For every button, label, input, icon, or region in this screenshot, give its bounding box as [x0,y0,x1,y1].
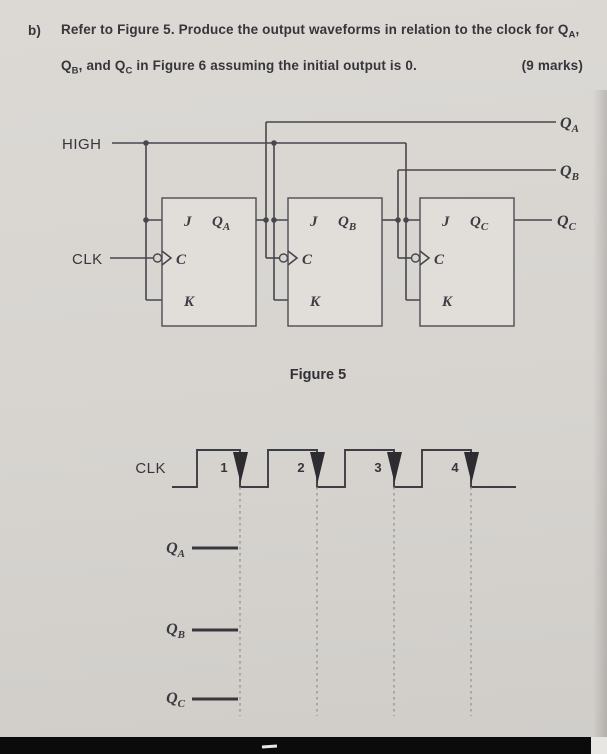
question-line-1: Refer to Figure 5. Produce the output wa… [61,22,580,41]
edge-guide-dashed-lines [239,487,472,716]
timing-row-qa: QA [166,540,238,560]
ff2-k-label: K [309,294,321,310]
timing-clk-label: CLK [135,460,166,477]
question-block: b) Refer to Figure 5. Produce the output… [28,20,583,81]
figure-caption: Figure 5 [290,367,346,383]
flipflop-2-box [287,197,383,327]
flipflop-2: J QB C K [278,197,383,327]
timing-diagram: CLK 1 2 3 4 QA [135,449,516,716]
clk-waveform [172,449,516,488]
ff3-clock-triangle-icon [419,250,431,266]
ff1-clock-triangle-icon [161,250,173,266]
subscript-a: A [568,29,576,41]
falling-edge-arrow-icons [233,452,479,483]
ff1-clock-label: C [176,252,187,268]
output-label-qa: QA [560,115,579,135]
ff3-q-label: QC [470,214,489,233]
flipflop-1-box [161,197,257,327]
ff1-clock-bubble-icon [152,253,163,263]
pulse-number-2: 2 [297,460,304,475]
timing-row-qb: QB [166,621,238,641]
page-edge-shadow [593,90,607,738]
high-label: HIGH [62,136,102,153]
ff1-k-label: K [183,294,195,310]
pulse-number-4: 4 [451,460,459,475]
pulse-number-3: 3 [374,460,381,475]
jk-counter-circuit: HIGH CLK J QA C K J QB C K [62,115,579,383]
junction-dots [143,140,409,223]
ff2-clock-label: C [302,252,313,268]
subscript-c: C [125,65,133,77]
bottom-right-corner [591,737,607,754]
subscript-b: B [71,65,79,77]
output-label-qb: QB [560,163,579,183]
question-line-2: QB, and QC in Figure 6 assuming the init… [61,56,583,82]
pulse-number-1: 1 [220,460,227,475]
bottom-scan-bar [0,737,607,754]
output-label-qc: QC [557,213,577,233]
timing-row-label-qc: QC [166,690,186,710]
clk-label: CLK [72,251,103,268]
scan-bar-glint [261,744,278,749]
ff2-clock-bubble-icon [278,253,289,263]
ff2-clock-triangle-icon [287,250,299,266]
marks-label: (9 marks) [521,57,583,73]
ff1-j-label: J [183,214,192,230]
ff3-k-label: K [441,294,453,310]
question-letter: b) [28,23,42,38]
ff3-j-label: J [441,214,450,230]
flipflop-3-box [419,197,515,327]
ff3-clock-bubble-icon [410,253,421,263]
flipflop-3: J QC C K [410,197,515,327]
timing-row-qc: QC [166,690,238,710]
ff3-clock-label: C [434,252,445,268]
flipflop-1: J QA C K [152,197,257,327]
timing-row-label-qb: QB [166,621,185,641]
ff2-j-label: J [309,214,318,230]
question-text: Refer to Figure 5. Produce the output wa… [61,20,583,81]
ff1-q-label: QA [212,214,230,233]
ff2-q-label: QB [338,214,356,233]
timing-row-label-qa: QA [166,540,185,560]
